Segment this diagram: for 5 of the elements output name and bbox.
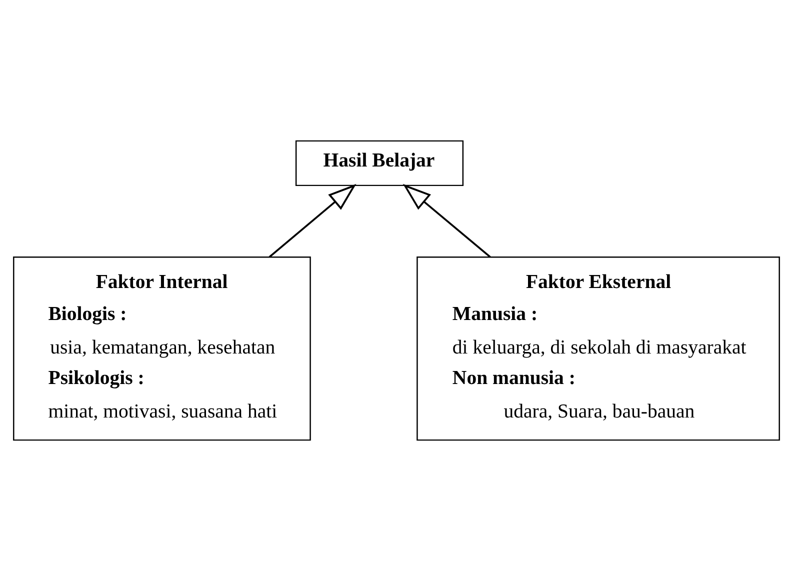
node-box: Faktor Eksternal Manusia : di keluarga, di sekolah di masyarakat Non manusia : udara, Suara, bau-bauan [416,256,780,441]
arrow [268,184,356,258]
node-box: Hasil Belajar [295,140,464,186]
arrow [402,184,491,258]
node-box: Faktor Internal Biologis : usia, kematangan, kesehatan Psikologis : minat, motivasi, suasana hati [13,256,311,441]
